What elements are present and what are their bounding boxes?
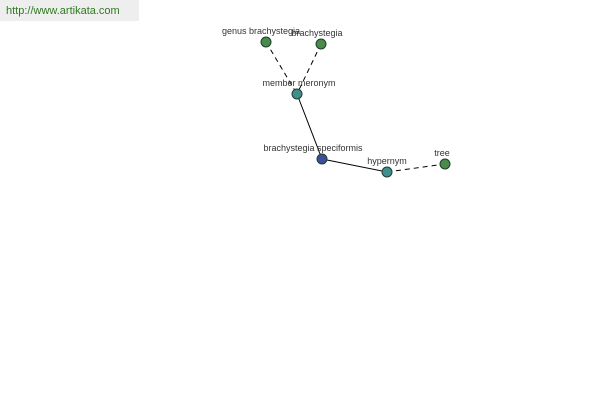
node-brachystegia-spiciformis-dot[interactable] xyxy=(316,153,328,165)
node-brachystegia-spiciformis[interactable]: brachystegia speciformis xyxy=(263,143,363,165)
node-hypernym-label: hypernym xyxy=(367,156,407,166)
node-brachystegia-dot[interactable] xyxy=(315,38,327,50)
node-member-meronym[interactable]: member meronym xyxy=(262,78,336,100)
watermark-link[interactable]: http://www.artikata.com xyxy=(6,5,120,17)
node-hypernym[interactable]: hypernym xyxy=(367,156,407,178)
node-genus-brachystegia[interactable]: genus brachystegia xyxy=(222,26,300,48)
edge-hypernym-to-tree xyxy=(386,163,446,173)
edge-brachystegia-to-member-meronym xyxy=(296,43,322,95)
node-brachystegia-spiciformis-label: brachystegia speciformis xyxy=(263,143,363,153)
node-brachystegia[interactable]: brachystegia xyxy=(291,28,343,50)
node-genus-brachystegia-label: genus brachystegia xyxy=(222,26,300,36)
node-hypernym-dot[interactable] xyxy=(381,166,393,178)
node-member-meronym-dot[interactable] xyxy=(291,88,303,100)
edge-spiciformis-to-hypernym xyxy=(321,158,388,173)
watermark-bar: http://www.artikata.com xyxy=(0,0,139,21)
node-member-meronym-label: member meronym xyxy=(262,78,335,88)
node-tree[interactable]: tree xyxy=(434,148,451,170)
edge-member-meronym-to-spiciformis xyxy=(296,93,323,160)
node-genus-brachystegia-dot[interactable] xyxy=(260,36,272,48)
node-tree-dot[interactable] xyxy=(439,158,451,170)
node-brachystegia-label: brachystegia xyxy=(291,28,342,38)
node-tree-label: tree xyxy=(434,148,450,158)
edge-genus-to-member-meronym xyxy=(265,41,298,95)
